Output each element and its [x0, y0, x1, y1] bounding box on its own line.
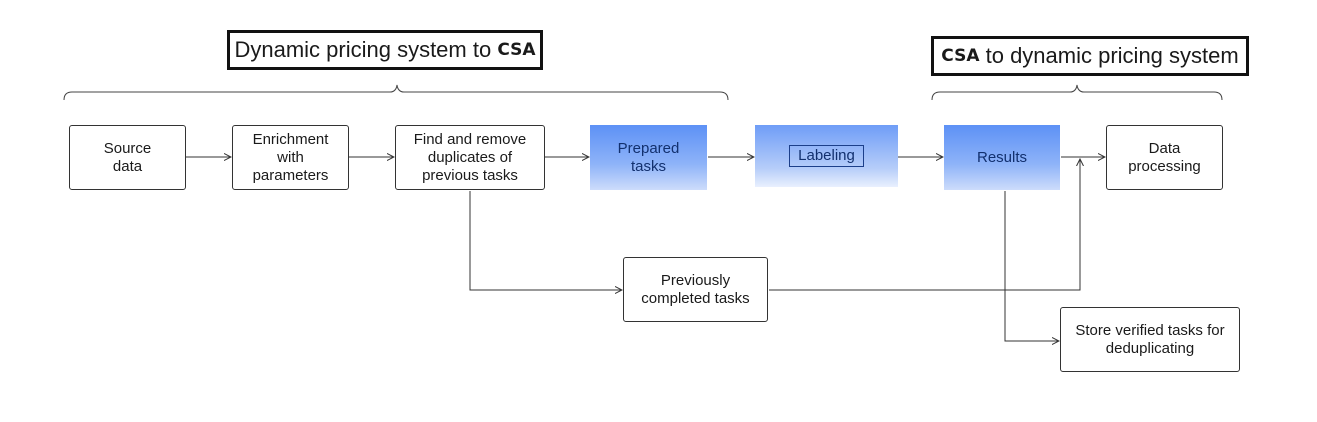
node-previously-completed-label: Previously completed tasks: [641, 271, 750, 307]
node-enrichment-label: Enrichment with parameters: [252, 130, 329, 184]
node-enrichment: Enrichment with parameters: [232, 125, 349, 190]
left-bracket: [63, 84, 729, 101]
arrow-find-to-previous: [469, 191, 622, 290]
arrow-results-to-store: [1004, 191, 1059, 341]
header-right: CSA to dynamic pricing system: [931, 36, 1249, 76]
node-results-label: Results: [976, 148, 1028, 166]
node-store-verified: Store verified tasks for deduplicating: [1060, 307, 1240, 372]
node-prepared-tasks-label: Prepared tasks: [617, 139, 680, 175]
header-right-emphasis: CSA: [941, 46, 980, 66]
node-results: Results: [944, 125, 1060, 190]
node-source-data: Source data: [69, 125, 186, 190]
header-right-suffix: to dynamic pricing system: [979, 43, 1239, 68]
node-find-duplicates: Find and remove duplicates of previous t…: [395, 125, 545, 190]
arrow-previous-to-processing: [769, 159, 1080, 291]
node-prepared-tasks: Prepared tasks: [590, 125, 707, 190]
node-labeling: Labeling: [755, 125, 898, 187]
right-bracket: [931, 84, 1223, 101]
node-previously-completed: Previously completed tasks: [623, 257, 768, 322]
node-store-verified-label: Store verified tasks for deduplicating: [1075, 321, 1225, 357]
header-left: Dynamic pricing system to CSA: [227, 30, 543, 70]
node-find-duplicates-label: Find and remove duplicates of previous t…: [413, 130, 527, 184]
header-left-prefix: Dynamic pricing system to: [234, 37, 498, 62]
node-data-processing: Data processing: [1106, 125, 1223, 190]
header-left-emphasis: CSA: [497, 40, 536, 60]
node-data-processing-label: Data processing: [1128, 139, 1201, 175]
node-labeling-label: Labeling: [789, 145, 864, 167]
node-source-data-label: Source data: [103, 139, 152, 175]
